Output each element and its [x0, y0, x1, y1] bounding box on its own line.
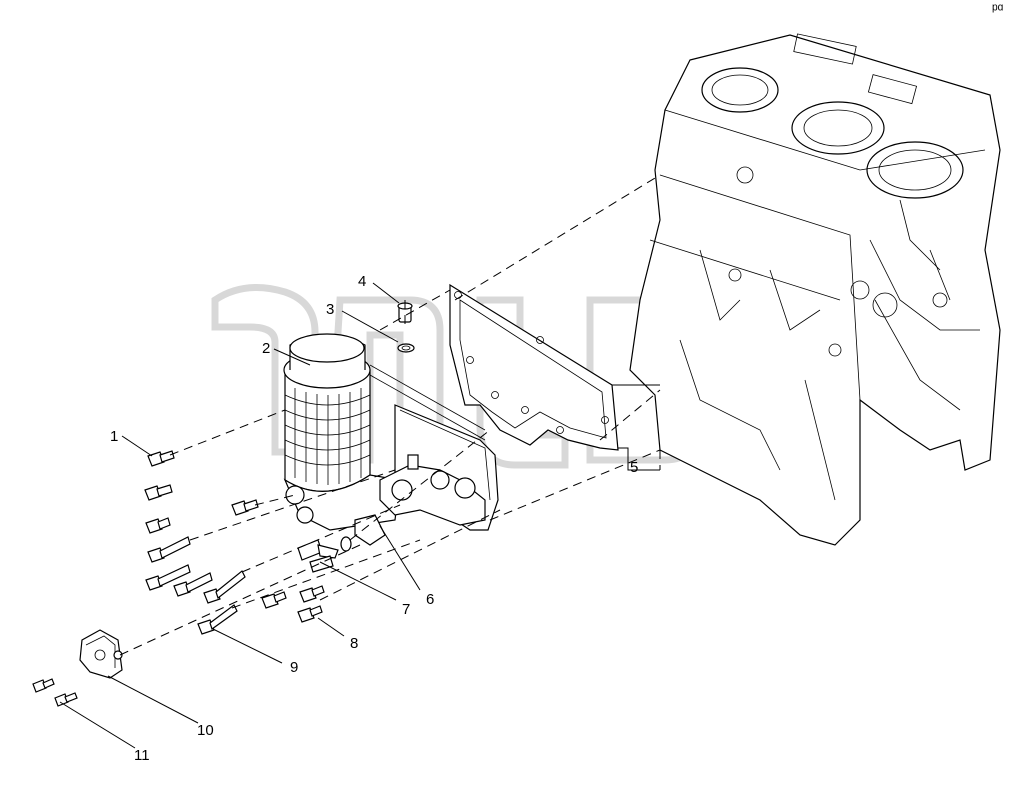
bolt-set — [144, 450, 259, 635]
cylinder-bore-3 — [866, 141, 964, 199]
callout-9: 9 — [290, 659, 298, 676]
engine-block — [629, 33, 1001, 546]
callout-1: 1 — [110, 428, 118, 445]
callout-2: 2 — [262, 340, 270, 357]
callout-5: 5 — [630, 459, 638, 476]
leader-lines — [59, 282, 660, 749]
oil-filter-assembly — [283, 333, 499, 546]
callout-6: 6 — [426, 591, 434, 608]
o-ring — [340, 536, 352, 552]
seal-ring — [397, 343, 415, 353]
callouts: 1 2 3 4 5 6 7 8 9 10 11 — [110, 273, 638, 764]
callout-3: 3 — [326, 301, 334, 318]
callout-10: 10 — [197, 722, 214, 739]
corner-mark: ᵖᵅ — [992, 1, 1004, 18]
fitting — [297, 539, 339, 573]
screw — [32, 678, 78, 707]
callout-11: 11 — [134, 747, 150, 764]
callout-4: 4 — [358, 273, 366, 290]
alignment-lines — [119, 174, 661, 656]
gasket — [449, 283, 619, 451]
callout-8: 8 — [350, 635, 358, 652]
callout-7: 7 — [402, 601, 410, 618]
plug — [397, 302, 413, 323]
sensor-bracket — [79, 629, 123, 679]
bolt-small — [261, 585, 325, 623]
